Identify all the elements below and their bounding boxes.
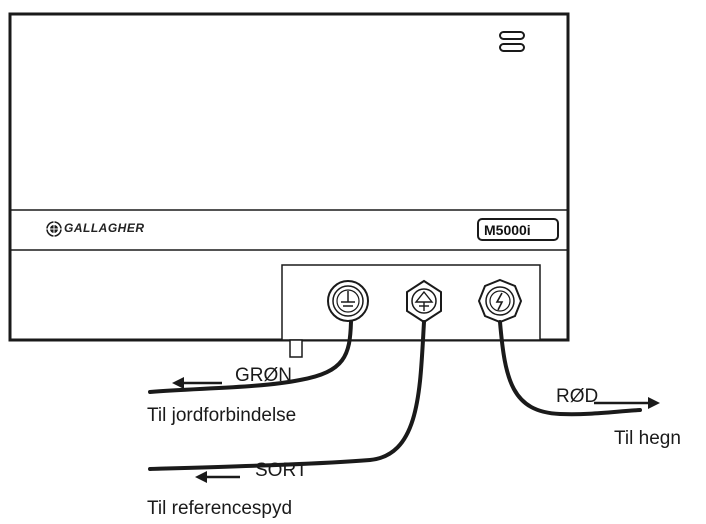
earth-terminal [327, 280, 369, 322]
indicator-light-icon [499, 31, 525, 52]
gallagher-logo-icon [46, 221, 62, 237]
black-wire-color-label: SORT [255, 460, 308, 481]
fence-terminal [477, 278, 523, 324]
earth-ground-icon [341, 291, 355, 307]
black-wire-destination: Til referencespyd [147, 498, 293, 519]
reference-terminal [406, 279, 442, 324]
red-wire-color-label: RØD [556, 386, 599, 407]
reference-arrow-icon [414, 290, 434, 311]
black-wire [148, 320, 426, 471]
green-wire-color-label: GRØN [235, 365, 292, 386]
red-arrow-icon [594, 397, 660, 409]
lightning-bolt-icon [495, 292, 504, 311]
model-label: M5000i [484, 222, 531, 238]
model-badge-frame [477, 218, 559, 241]
mounting-tab [289, 339, 303, 358]
black-arrow-icon [195, 471, 240, 483]
red-wire [498, 320, 642, 417]
green-wire-destination: Til jordforbindelse [147, 405, 297, 426]
red-wire-destination: Til hegn [614, 428, 681, 449]
brand-name: GALLAGHER [64, 221, 145, 235]
green-wire [148, 320, 353, 394]
green-arrow-icon [172, 377, 222, 389]
